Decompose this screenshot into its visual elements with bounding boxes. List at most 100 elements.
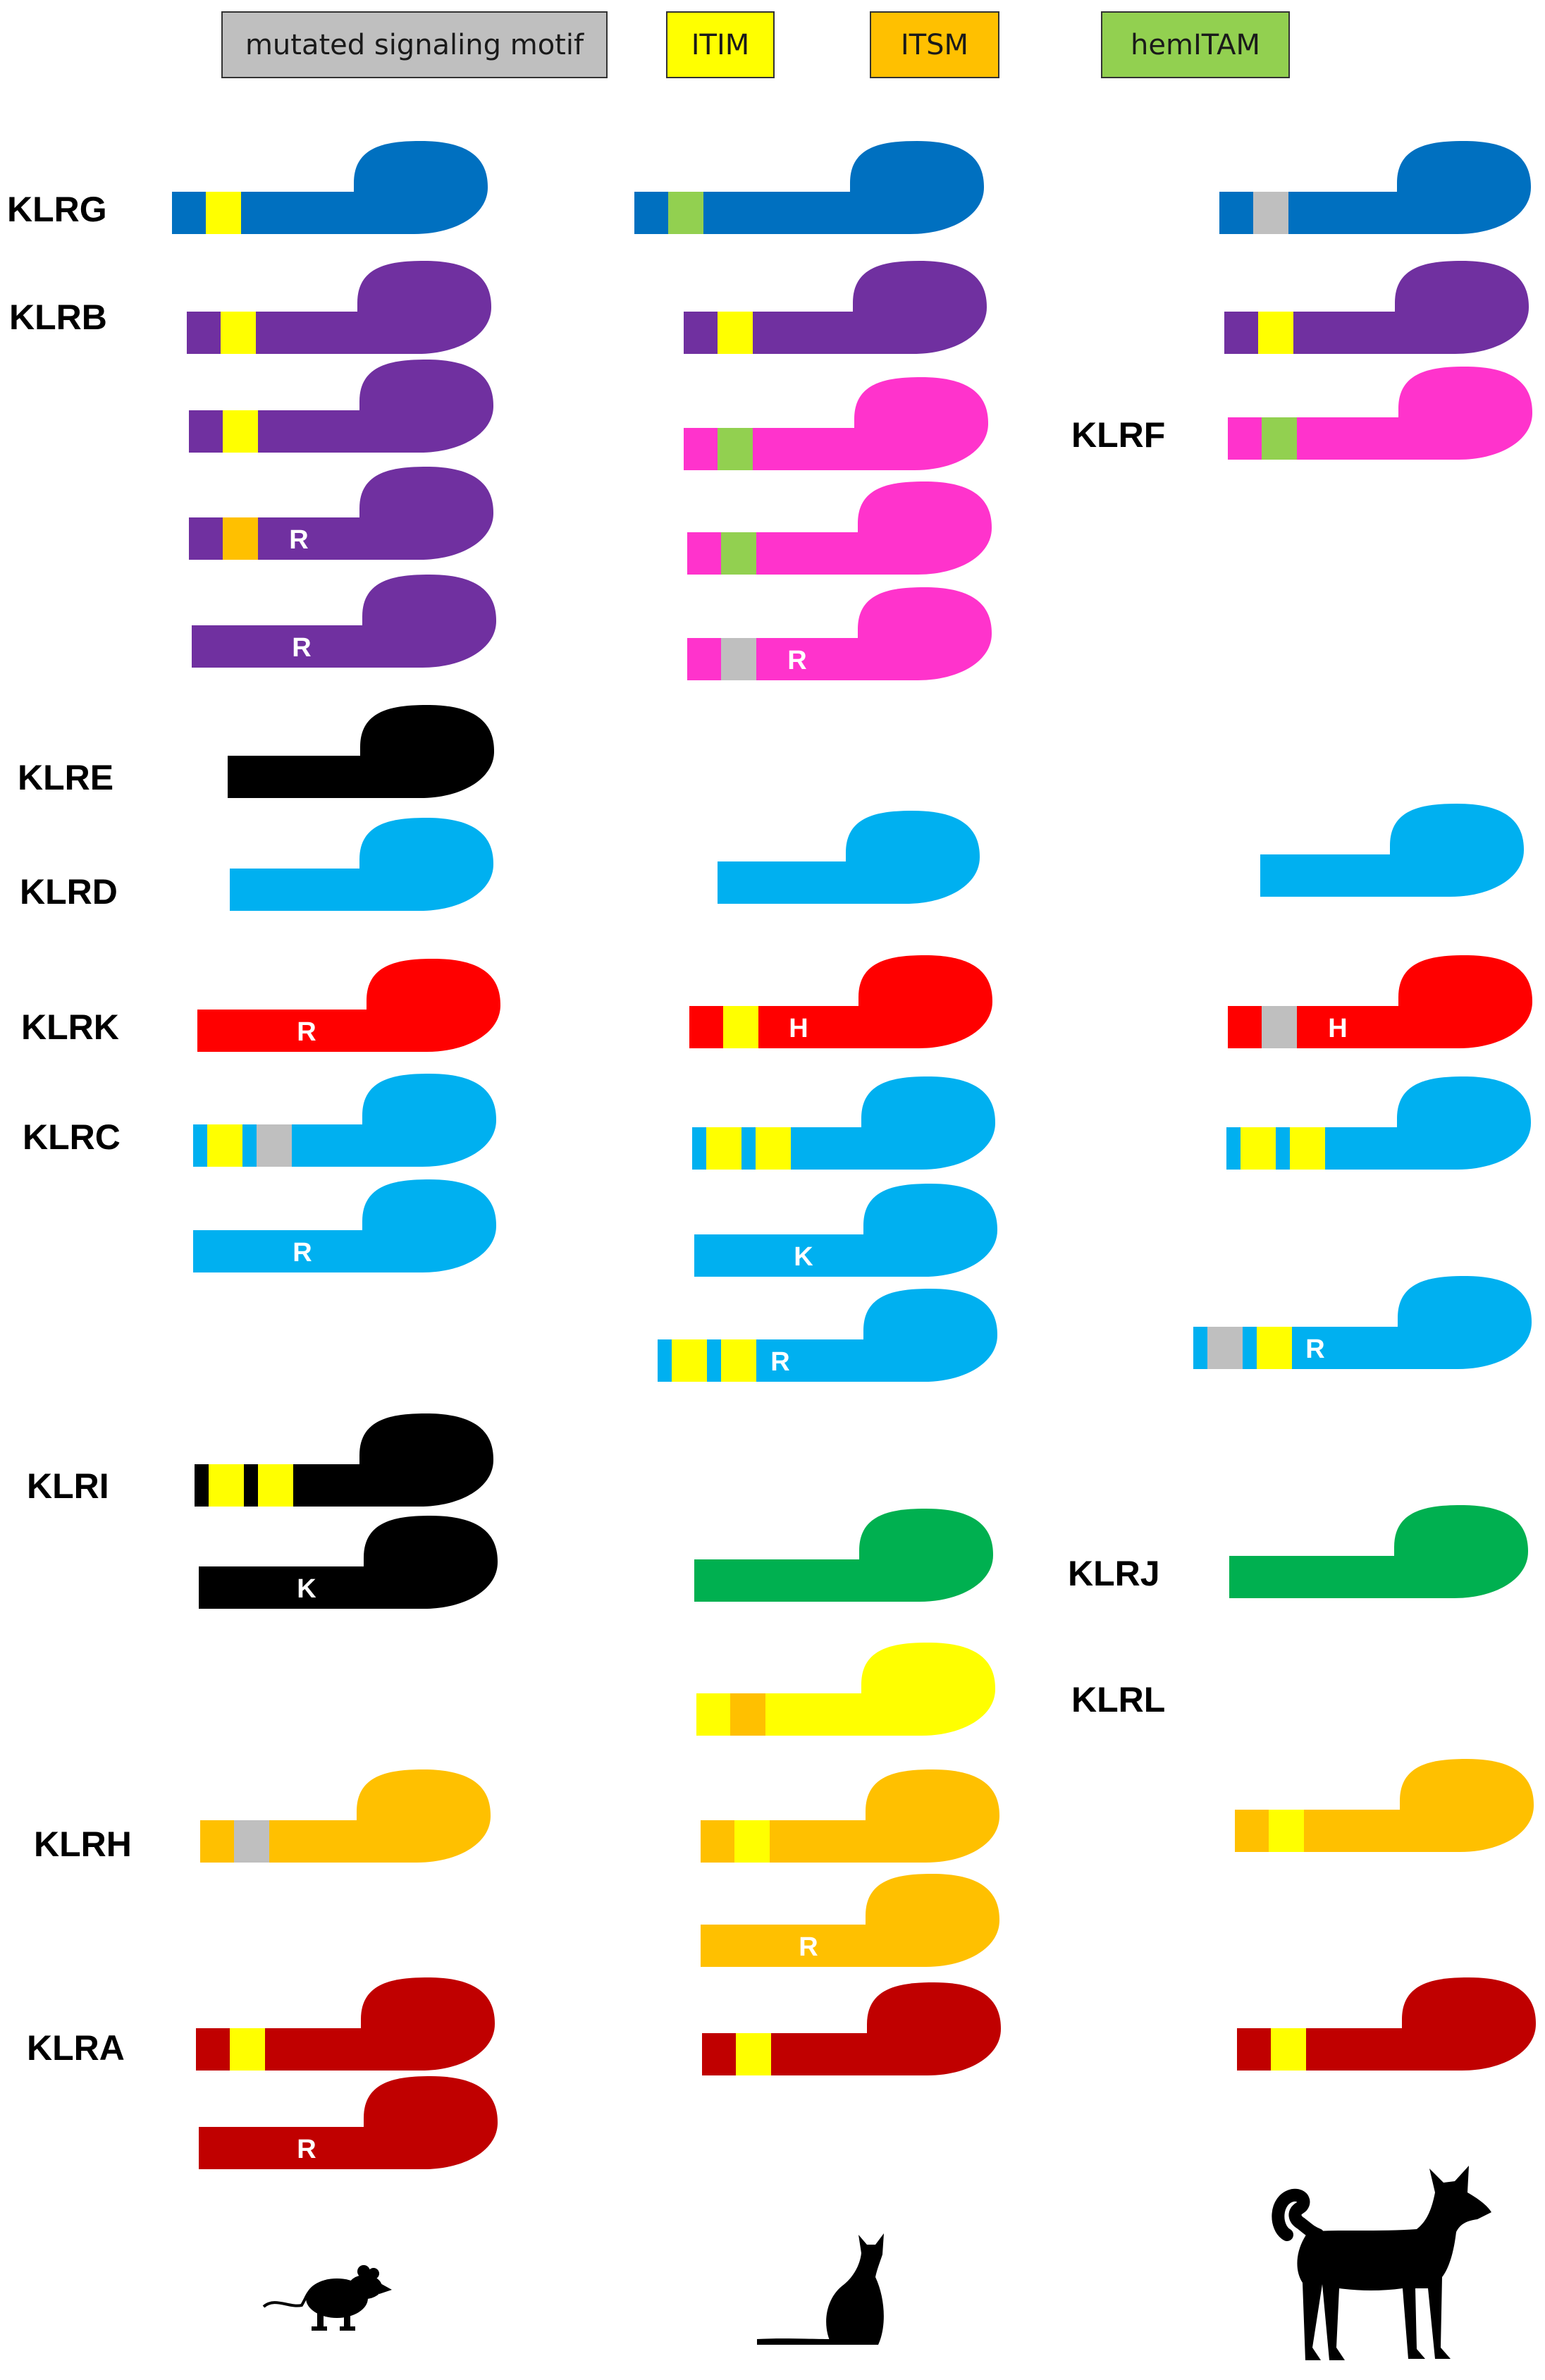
receptor-head (1390, 804, 1524, 897)
motif-mutated (257, 1124, 292, 1167)
charged-residue-label: K (794, 1242, 813, 1272)
legend-itim: ITIM (666, 11, 775, 78)
receptor-head (1398, 955, 1532, 1048)
receptor-stem (701, 1925, 894, 1967)
receptor-stem (1219, 192, 1425, 234)
receptor-head (866, 1769, 999, 1863)
charged-residue-label: R (293, 1238, 312, 1268)
receptor-head (1397, 141, 1531, 234)
receptor-head (354, 141, 488, 234)
receptor-head (1397, 1076, 1531, 1170)
gene-label-klrc: KLRC (23, 1117, 121, 1157)
legend-hemitam: hemITAM (1101, 11, 1290, 78)
cat-silhouette-icon (754, 2221, 909, 2348)
receptor-stem (193, 1230, 390, 1272)
receptor-klrc-cat: K (694, 1184, 997, 1277)
receptor-head (1394, 1505, 1528, 1598)
motif-itim (721, 1339, 756, 1382)
motif-mutated (1262, 1006, 1297, 1048)
receptor-head (361, 1977, 495, 2071)
receptor-klrj-cat (694, 1509, 993, 1602)
charged-residue-label: R (1305, 1335, 1324, 1364)
receptor-head (357, 1769, 491, 1863)
receptor-stem (702, 2033, 895, 2075)
motif-mutated (234, 1820, 269, 1863)
receptor-head (360, 705, 494, 798)
receptor-stem (196, 2028, 389, 2071)
receptor-stem (689, 1006, 887, 1048)
gene-label-klrj: KLRJ (1068, 1554, 1160, 1593)
receptor-head (1402, 1977, 1536, 2071)
charged-residue-label: R (297, 1017, 316, 1047)
receptor-head (359, 1413, 493, 1507)
receptor-klri-mouse (195, 1413, 493, 1507)
legend-itsm: ITSM (870, 11, 999, 78)
gene-label-klrl: KLRL (1071, 1680, 1166, 1719)
motif-hemitam (1262, 417, 1297, 460)
motif-itim (706, 1127, 741, 1170)
motif-itim (1257, 1327, 1292, 1369)
receptor-stem (687, 638, 886, 680)
motif-itim (1269, 1810, 1304, 1852)
motif-itim (723, 1006, 758, 1048)
receptor-klrf-dog (1228, 367, 1532, 460)
gene-label-klrg: KLRG (7, 190, 107, 229)
motif-itim (672, 1339, 707, 1382)
motif-itim (1290, 1127, 1325, 1170)
receptor-klrc-dog: R (1193, 1276, 1532, 1369)
receptor-stem (197, 1010, 395, 1052)
motif-mutated (1253, 192, 1288, 234)
receptor-head (853, 261, 987, 354)
receptor-head (359, 467, 493, 560)
receptor-stem (1224, 312, 1423, 354)
receptor-klrc-dog (1226, 1076, 1531, 1170)
receptor-head (867, 1982, 1001, 2075)
motif-itim (1271, 2028, 1306, 2071)
receptor-klrb-mouse: R (192, 575, 496, 668)
gene-label-klri: KLRI (27, 1466, 109, 1506)
receptor-stem (172, 192, 382, 234)
receptor-klrg-cat (634, 141, 984, 234)
receptor-klrk-dog: H (1228, 955, 1532, 1048)
receptor-klre-mouse (228, 705, 494, 798)
dog-silhouette-icon (1269, 2164, 1501, 2369)
receptor-klri-mouse: K (199, 1516, 498, 1609)
receptor-stem (192, 625, 390, 668)
receptor-head (364, 2076, 498, 2169)
receptor-klrc-mouse (193, 1074, 496, 1167)
receptor-stem (1228, 417, 1427, 460)
gene-label-klrb: KLRB (9, 298, 107, 337)
receptor-head (858, 587, 992, 680)
receptor-klra-mouse: R (199, 2076, 498, 2169)
receptor-head (1398, 367, 1532, 460)
receptor-klrc-cat (692, 1076, 995, 1170)
receptor-stem (1228, 1006, 1427, 1048)
motif-itim (221, 312, 256, 354)
receptor-klrf-cat (687, 481, 992, 575)
mouse-silhouette-icon (261, 2256, 402, 2333)
motif-itsm (730, 1693, 765, 1736)
motif-itim (206, 192, 241, 234)
receptor-klrk-cat: H (689, 955, 992, 1048)
motif-itim (736, 2033, 771, 2075)
receptor-head (1400, 1759, 1534, 1852)
receptor-head (359, 360, 493, 453)
receptor-head (858, 481, 992, 575)
charged-residue-label: R (787, 646, 806, 675)
receptor-stem (687, 532, 886, 575)
charged-residue-label: R (297, 2135, 316, 2164)
motif-itim (734, 1820, 770, 1863)
motif-hemitam (721, 532, 756, 575)
charged-residue-label: H (1328, 1014, 1347, 1043)
receptor-klrj-dog (1229, 1505, 1528, 1598)
receptor-klrl-cat (696, 1643, 995, 1736)
legend-mutated-signaling-motif: mutated signaling motif (221, 11, 608, 78)
receptor-head (1398, 1276, 1532, 1369)
charged-residue-label: H (789, 1014, 808, 1043)
receptor-klra-cat (702, 1982, 1001, 2075)
receptor-head (362, 1074, 496, 1167)
motif-itim (1241, 1127, 1276, 1170)
receptor-head (861, 1643, 995, 1736)
receptor-stem (701, 1820, 894, 1863)
